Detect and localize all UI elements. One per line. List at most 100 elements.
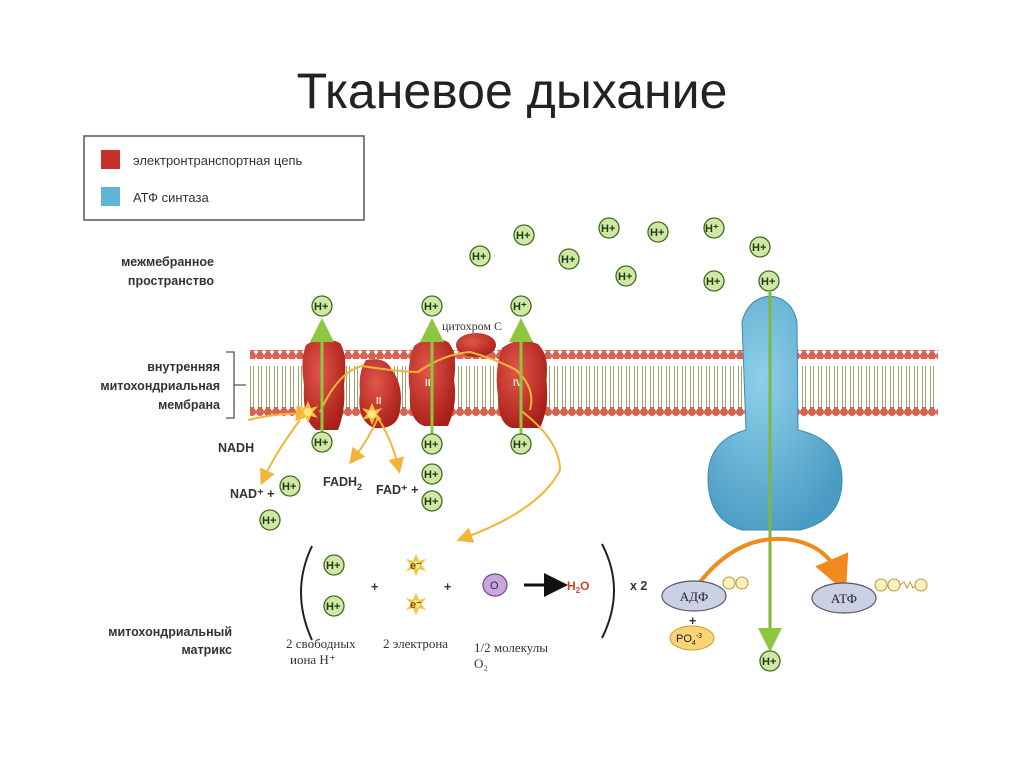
h-ion: H+ [469,245,491,267]
svg-text:митохондриальный: митохондриальный [108,625,232,639]
svg-text:H+: H+ [601,223,615,235]
plus-sign: + [689,614,696,628]
h-ion: H+ [421,433,443,455]
h-ion: H+ [615,265,637,287]
legend: электронтранспортная цепь АТФ синтаза [83,135,365,221]
adp-label: АДФ [680,589,709,604]
matrix-label: митохондриальный матрикс [108,625,232,657]
svg-text:III: III [425,378,434,389]
h-ion: H+ [558,248,580,270]
svg-text:мембрана: мембрана [158,398,221,412]
h-ion: H+ [598,217,620,239]
h-ion: H+ [279,475,301,497]
h-ion: H+ [311,431,333,453]
legend-atp-swatch [101,187,120,206]
h-ion: H+ [703,270,725,292]
svg-text:H+: H+ [262,515,276,527]
svg-text:H+: H+ [424,496,438,508]
page-title: Тканевое дыхание [296,63,728,119]
phosphate-label: PO4-3 [676,633,702,647]
inner-membrane-label: внутренняя митохондриальная мембрана [100,351,246,419]
intermembrane-label: межмебранное пространство [121,255,214,288]
atp-label: АТФ [831,591,857,606]
fadh2-label: FADH2 [323,475,362,492]
oxygen-label: O [490,580,499,592]
right-paren [601,543,615,639]
h-ion: H+ [759,650,781,672]
svg-text:H+: H+ [752,242,766,254]
h-ion: H+ [311,295,333,317]
phosphate [669,625,715,651]
electron-label: e⁻ [410,560,422,572]
svg-text:II: II [376,396,382,407]
h-ion: H+ [421,295,443,317]
nad-label: NAD⁺ + [230,487,274,501]
svg-text:H⁺: H⁺ [513,301,527,313]
svg-text:H⁺: H⁺ [705,223,719,235]
svg-text:матрикс: матрикс [181,643,232,657]
svg-text:пространство: пространство [128,274,214,288]
fad-label: FAD⁺ + [376,483,418,497]
svg-text:митохондриальная: митохондриальная [100,379,220,393]
inner-membrane [250,350,938,416]
atp-molecule [811,582,877,614]
plus-sign: + [444,580,451,594]
membrane-bracket [226,351,246,419]
svg-text:H+: H+ [424,301,438,313]
caption-electrons: 2 электрона [383,636,448,651]
legend-etc-label: электронтранспортная цепь [133,153,302,168]
h-ion: H+ [513,224,535,246]
caption-oxygen: O₂ [474,656,488,671]
nadh-label: NADH [218,441,254,455]
svg-text:H+: H+ [706,276,720,288]
svg-text:H+: H+ [762,656,776,668]
h-ion: H+ [510,433,532,455]
svg-text:внутренняя: внутренняя [147,360,220,374]
cytochrome-c [456,333,496,357]
reaction-equation: H+ H+ + e⁻ e⁻ + O H2O x 2 2 свободных ио… [286,543,647,671]
oxygen-atom [482,573,508,597]
svg-text:H+: H+ [326,560,340,572]
adp-molecule [661,580,727,612]
svg-text:H+: H+ [761,276,775,288]
proton-arrows [310,292,782,652]
svg-text:IV: IV [513,378,523,389]
svg-text:H+: H+ [472,251,486,263]
svg-text:межмебранное: межмебранное [121,255,214,269]
h-ion: H+ [323,554,345,576]
h-ion: H+ [421,463,443,485]
h-ion: H+ [421,490,443,512]
svg-text:H+: H+ [561,254,575,266]
caption-oxygen: 1/2 молекулы [474,640,548,655]
atp-production: АДФ + PO4-3 АТФ [661,537,928,651]
legend-etc-swatch [101,150,120,169]
svg-text:H+: H+ [516,230,530,242]
svg-text:H+: H+ [618,271,632,283]
svg-text:H+: H+ [513,439,527,451]
caption-ions: 2 свободных [286,636,356,651]
svg-text:H+: H+ [424,469,438,481]
h-ion: H⁺ [703,217,725,239]
water-label: H2O [567,579,589,595]
h-ion: H+ [758,270,780,292]
h-ion: H+ [647,221,669,243]
electron-label: e⁻ [410,599,422,611]
plus-sign: + [371,580,378,594]
h-ion: H+ [323,595,345,617]
h-ion: H+ [259,509,281,531]
h-ion: H⁺ [510,295,532,317]
svg-text:H+: H+ [424,439,438,451]
h-ion: H+ [749,236,771,258]
svg-text:H+: H+ [650,227,664,239]
svg-text:H+: H+ [326,601,340,613]
svg-text:H+: H+ [314,301,328,313]
electron-flow [247,350,562,543]
svg-text:H+: H+ [282,481,296,493]
legend-atp-label: АТФ синтаза [133,190,209,205]
times-two: x 2 [630,579,647,593]
phosphorylation-arrow [698,537,849,593]
left-paren [300,545,313,641]
svg-text:H+: H+ [314,437,328,449]
cytochrome-label: цитохром С [442,319,502,333]
